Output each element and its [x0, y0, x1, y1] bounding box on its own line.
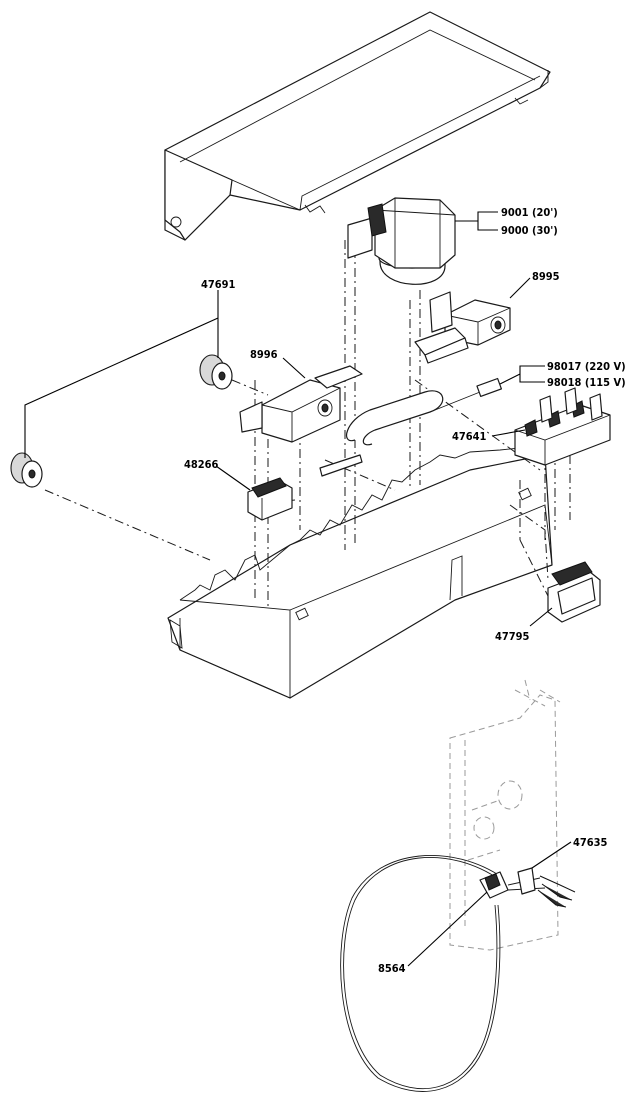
- switch-part-8996: [239, 365, 363, 443]
- label-9000: 9000 (30'): [501, 224, 558, 237]
- part-labels: 9001 (20') 9000 (30') 8995 47691 8996 98…: [184, 206, 626, 975]
- power-cord-part: [340, 854, 576, 1092]
- terminal-block-part: [514, 387, 611, 466]
- label-8995: 8995: [532, 270, 560, 283]
- rocker-switch-part-48266: [247, 477, 293, 521]
- label-47641: 47641: [452, 430, 487, 443]
- knob-part-large: [10, 452, 43, 488]
- mounting-panel-outline: [449, 679, 561, 951]
- control-box-tray: [167, 447, 553, 699]
- label-47795: 47795: [495, 630, 530, 643]
- label-98017: 98017 (220 V): [547, 360, 626, 373]
- thermostat-part: [347, 197, 456, 285]
- top-cover: [164, 11, 551, 241]
- label-9001: 9001 (20'): [501, 206, 558, 219]
- leader-lines: [24, 211, 572, 967]
- label-47691: 47691: [201, 278, 236, 291]
- label-8564: 8564: [378, 962, 406, 975]
- knob-part-small: [199, 354, 233, 390]
- label-47635: 47635: [573, 836, 608, 849]
- label-8996: 8996: [250, 348, 278, 361]
- rocker-switch-part-47795: [547, 561, 601, 623]
- label-48266: 48266: [184, 458, 219, 471]
- switch-part-8995: [414, 291, 511, 364]
- heater-element-part: [319, 377, 502, 477]
- label-98018: 98018 (115 V): [547, 376, 626, 389]
